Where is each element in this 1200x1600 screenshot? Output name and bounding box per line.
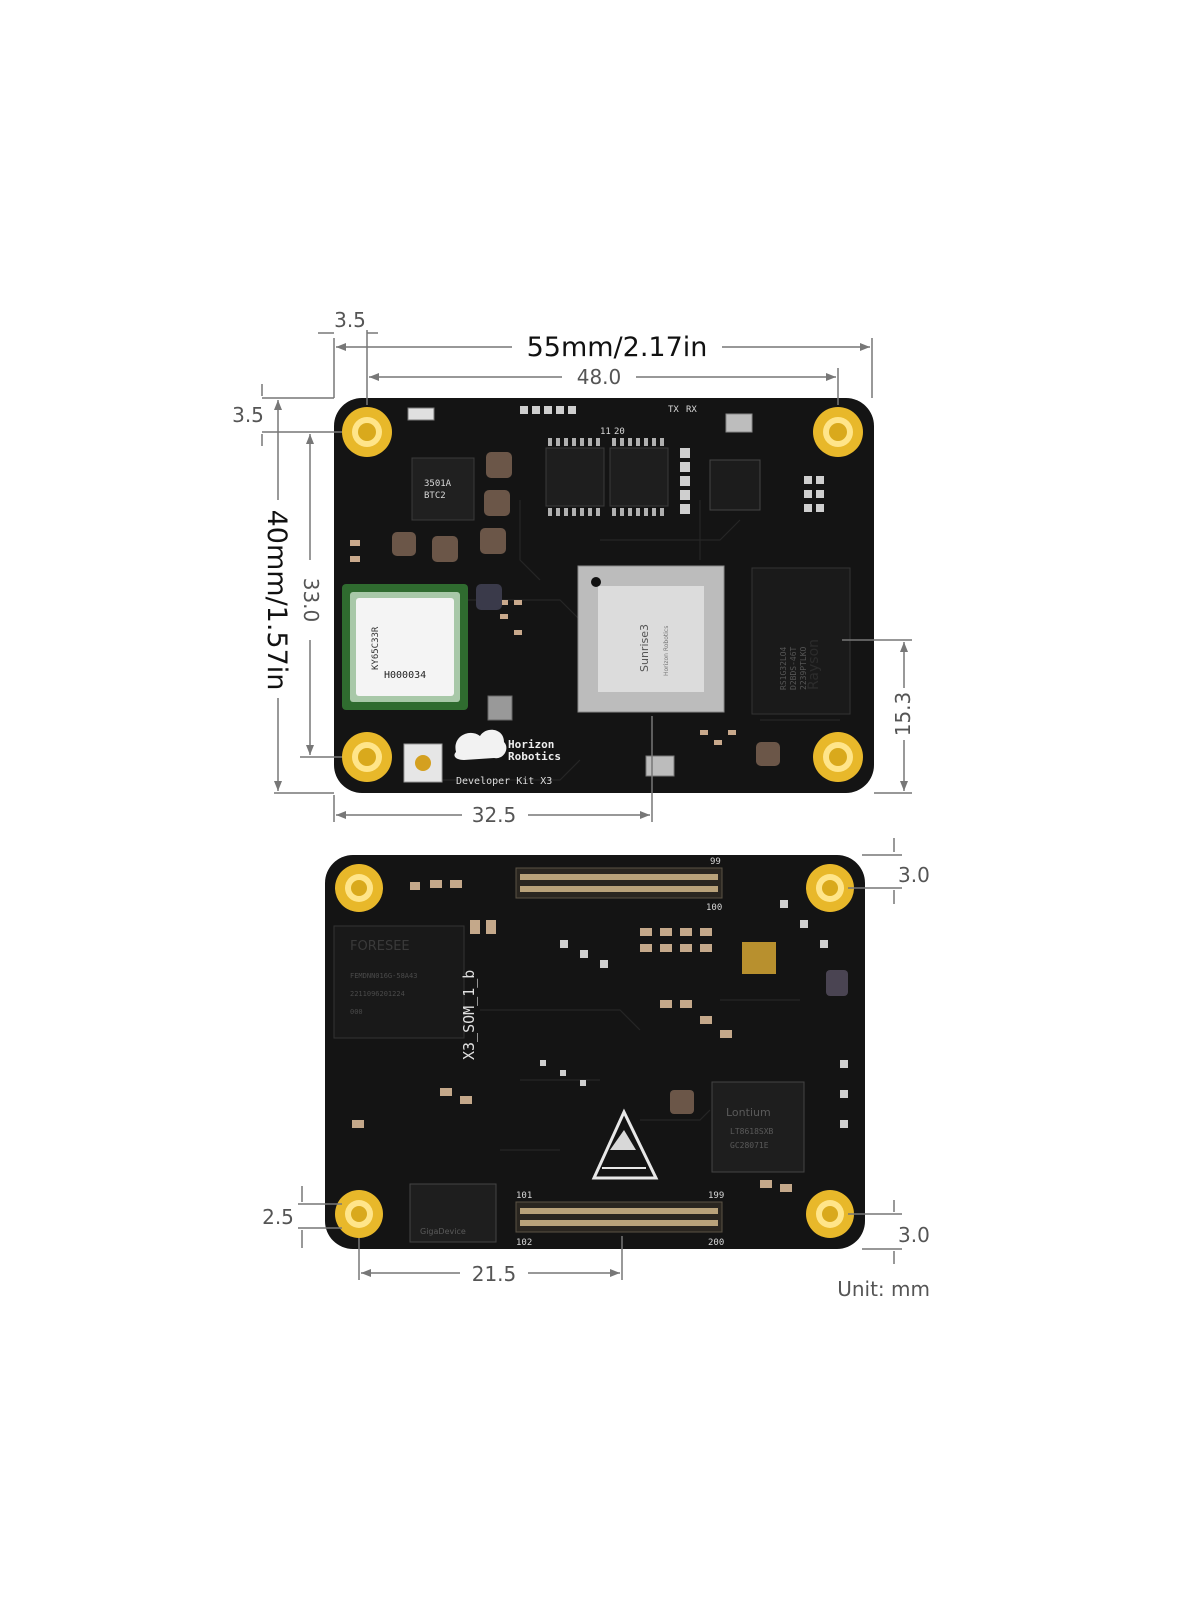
dim-height-total: 40mm/1.57in xyxy=(261,510,292,691)
top-crystal-c xyxy=(645,755,675,777)
horizon-logo: Horizon Robotics Developer Kit X3 xyxy=(454,729,561,787)
chip-a-label1: 3501A xyxy=(424,479,452,489)
gigadevice-label: GigaDevice xyxy=(420,1227,466,1236)
ram-brand: Rayson xyxy=(806,639,822,690)
top-led xyxy=(407,407,435,421)
soc-vendor: Horizon Robotics xyxy=(663,626,670,676)
wifi-module-id: H000034 xyxy=(384,670,426,681)
flash-brand: FORESEE xyxy=(350,939,410,954)
dim-hole-spacing-y: 33.0 xyxy=(299,578,323,623)
flash-part1: FEMDNN016G-58A43 xyxy=(350,972,417,980)
top-header-pads xyxy=(520,406,824,514)
dim-hole-offset-bottom: 3.0 xyxy=(898,1223,930,1247)
dim-connector-offset-x: 21.5 xyxy=(472,1262,517,1286)
bottom-hole-bl xyxy=(335,1190,383,1238)
connector-bottom xyxy=(515,1201,723,1233)
triangle-logo xyxy=(591,1108,659,1180)
soc-name: Sunrise3 xyxy=(638,624,651,672)
bottom-hole-br xyxy=(806,1190,854,1238)
bottom-pads xyxy=(540,900,848,1128)
pin-102: 102 xyxy=(516,1238,532,1248)
rx-label: RX xyxy=(686,405,697,415)
top-tssop-chips xyxy=(545,438,669,516)
bridge-part1: LT8618SXB xyxy=(730,1127,774,1136)
dim-hole-offset-y: 3.5 xyxy=(232,403,264,427)
nor-flash-chip: GigaDevice xyxy=(409,1183,497,1243)
unit-label: Unit: mm xyxy=(837,1277,930,1301)
top-hole-br xyxy=(813,732,863,782)
dim-hole-offset-x: 3.5 xyxy=(334,308,366,332)
dim-chip-offset-y: 15.3 xyxy=(891,692,915,737)
emmc-chip: FORESEE FEMDNN016G-58A43 2211096201224 0… xyxy=(333,925,465,1039)
bottom-sot-b xyxy=(670,1090,694,1114)
top-hole-tl xyxy=(342,407,392,457)
dim-chip-offset-x: 32.5 xyxy=(472,803,517,827)
bottom-sot-a xyxy=(826,970,848,996)
board-name: X3_SOM_1_b xyxy=(460,970,478,1060)
pin-label-20: 20 xyxy=(614,427,625,437)
flash-part2: 2211096201224 xyxy=(350,990,405,998)
bottom-traces xyxy=(480,999,800,1151)
bottom-hole-tl xyxy=(335,864,383,912)
bridge-part2: GC28071E xyxy=(730,1141,769,1150)
top-chip-a xyxy=(411,457,475,521)
brand-line2: Robotics xyxy=(508,750,561,763)
connector-top xyxy=(515,867,723,899)
chip-a-label2: BTC2 xyxy=(424,491,446,501)
top-crystal xyxy=(725,413,753,433)
dim-hole-spacing-x: 48.0 xyxy=(577,365,622,389)
wifi-module: KY65C33R H000034 xyxy=(342,584,468,710)
top-crystal-b xyxy=(487,695,513,721)
dim-hole-offset-top: 3.0 xyxy=(898,863,930,887)
tx-label: TX xyxy=(668,405,679,415)
pin-200: 200 xyxy=(708,1238,724,1248)
kit-label: Developer Kit X3 xyxy=(456,776,552,787)
ram-part2: D2BDS-46T xyxy=(789,646,798,690)
top-board: 3501A BTC2 11 20 TX RX xyxy=(334,398,874,793)
hdmi-bridge-chip: Lontium LT8618SXB GC28071E xyxy=(711,1081,805,1173)
ram-part3: 2239PTLKO xyxy=(799,646,808,690)
brand-line1: Horizon xyxy=(508,738,554,751)
bottom-board: 99 100 101 102 199 200 FORESEE FEMDNN016… xyxy=(325,855,865,1249)
ram-chip: Rayson RS1G32LO4 D2BDS-46T 2239PTLKO xyxy=(751,567,851,715)
soc-chip: Sunrise3 Horizon Robotics xyxy=(577,565,725,713)
bottom-gold-pad xyxy=(742,942,776,974)
pin-label-11: 11 xyxy=(600,427,611,437)
bridge-brand: Lontium xyxy=(726,1106,771,1119)
top-inductors xyxy=(392,452,780,766)
top-small-parts xyxy=(350,540,736,745)
pin-199: 199 xyxy=(708,1191,724,1201)
flash-part3: 000 xyxy=(350,1008,363,1016)
bottom-hole-tr xyxy=(806,864,854,912)
bottom-passives xyxy=(352,880,792,1192)
wifi-module-code: KY65C33R xyxy=(371,626,381,670)
dim-width-total: 55mm/2.17in xyxy=(527,332,708,363)
pin-99: 99 xyxy=(710,857,721,867)
bottom-dimensions: 3.0 3.0 2.5 21.5 Unit: mm xyxy=(262,838,930,1301)
top-hole-bl xyxy=(342,732,392,782)
top-qfn-chip xyxy=(709,459,761,511)
ram-part1: RS1G32LO4 xyxy=(779,646,788,690)
dim-hole-offset-left-y: 2.5 xyxy=(262,1205,294,1229)
pin-100: 100 xyxy=(706,903,722,913)
pin-101: 101 xyxy=(516,1191,532,1201)
top-dimensions: 55mm/2.17in 3.5 48.0 3.5 40mm/1.57in 33. xyxy=(232,308,915,827)
top-sot xyxy=(476,584,502,610)
top-hole-tr xyxy=(813,407,863,457)
